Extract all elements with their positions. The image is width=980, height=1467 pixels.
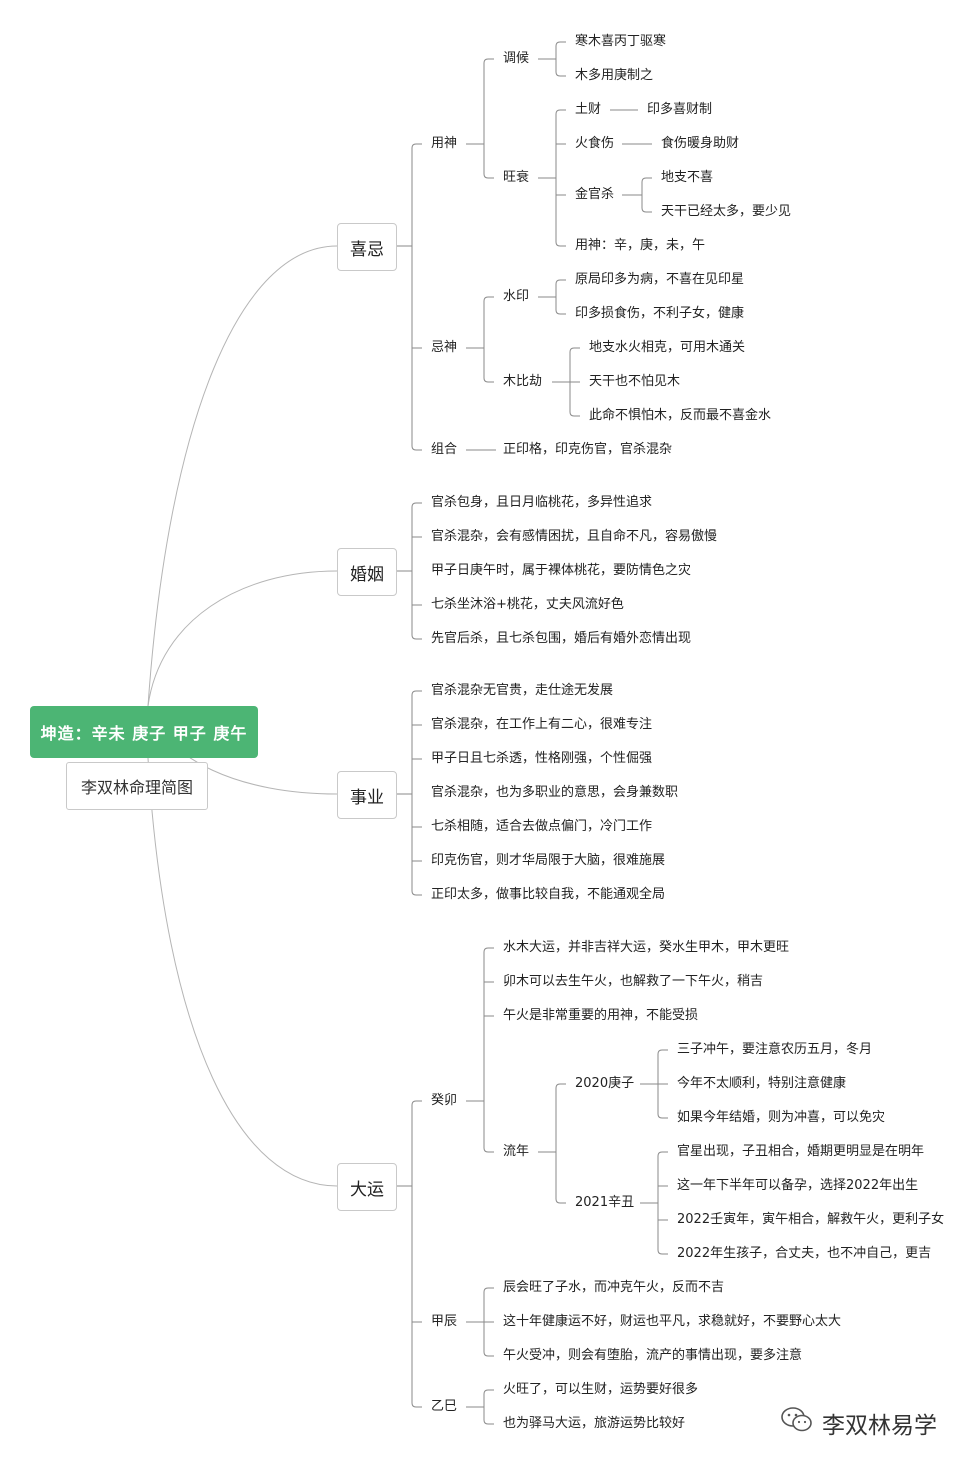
node-mubijie[interactable]: 木比劫	[503, 374, 543, 389]
leaf-2020-2: 今年不太顺利，特别注意健康	[677, 1076, 847, 1091]
leaf-2021-2: 这一年下半年可以备孕，选择2022年出生	[677, 1178, 919, 1193]
leaf-shiye-6: 印克伤官，则才华局限于大脑，很难施展	[431, 853, 666, 868]
node-zuhe[interactable]: 组合	[431, 442, 458, 457]
node-wangshuai[interactable]: 旺衰	[503, 170, 530, 185]
leaf-hunyin-4: 七杀坐沐浴+桃花，丈夫风流好色	[431, 597, 624, 612]
leaf-2020-1: 三子冲午，要注意农历五月，冬月	[677, 1042, 873, 1057]
leaf-mubijie-3: 此命不惧怕木，反而最不喜金水	[589, 408, 772, 423]
branch-xiji[interactable]: 喜忌	[337, 223, 397, 271]
node-jishen[interactable]: 忌神	[431, 340, 458, 355]
leaf-jiachen-3: 午火受冲，则会有堕胎，流产的事情出现，要多注意	[503, 1348, 803, 1363]
leaf-mubijie-2: 天干也不怕见木	[589, 374, 681, 389]
leaf-hunyin-1: 官杀包身，且日月临桃花，多异性追求	[431, 495, 653, 510]
watermark-text: 李双林易学	[822, 1413, 937, 1439]
leaf-shiye-3: 甲子日且七杀透，性格刚强，个性倔强	[431, 751, 653, 766]
leaf-shiye-7: 正印太多，做事比较自我，不能通观全局	[431, 887, 666, 902]
leaf-shuiyin-2: 印多损食伤，不利子女，健康	[575, 306, 745, 321]
node-2020[interactable]: 2020庚子	[575, 1076, 635, 1091]
leaf-mubijie-1: 地支水火相克，可用木通关	[589, 340, 746, 355]
leaf-guimao-3: 午火是非常重要的用神，不能受损	[503, 1008, 699, 1023]
leaf-shuiyin-1: 原局印多为病，不喜在见印星	[575, 272, 745, 287]
leaf-tucai: 印多喜财制	[647, 102, 713, 117]
node-jiachen[interactable]: 甲辰	[431, 1314, 458, 1329]
leaf-zuhe: 正印格，印克伤官，官杀混杂	[503, 442, 673, 457]
leaf-2021-3: 2022壬寅年，寅午相合，解救午火，更利子女	[677, 1212, 945, 1227]
node-shuiyin[interactable]: 水印	[503, 289, 530, 304]
watermark: 李双林易学	[780, 1406, 937, 1440]
leaf-jiachen-1: 辰会旺了子水，而冲克午火，反而不吉	[503, 1280, 725, 1295]
branch-hunyin[interactable]: 婚姻	[337, 548, 397, 596]
node-2021[interactable]: 2021辛丑	[575, 1195, 635, 1210]
leaf-hunyin-3: 甲子日庚午时，属于裸体桃花，要防情色之灾	[431, 563, 692, 578]
leaf-jinguansha-1: 地支不喜	[661, 170, 714, 185]
node-yongshen[interactable]: 用神	[431, 136, 458, 151]
leaf-tiaohou-2: 木多用庚制之	[575, 68, 654, 83]
leaf-jiachen-2: 这十年健康运不好，财运也平凡，求稳就好，不要野心太大	[503, 1314, 842, 1329]
leaf-hunyin-5: 先官后杀，且七杀包围，婚后有婚外恋情出现	[431, 631, 692, 646]
node-tucai[interactable]: 土财	[575, 102, 602, 117]
leaf-yisi-2: 也为驿马大运，旅游运势比较好	[503, 1416, 686, 1431]
branch-shiye[interactable]: 事业	[337, 771, 397, 819]
leaf-tiaohou-1: 寒木喜丙丁驱寒	[575, 34, 667, 49]
branch-dayun[interactable]: 大运	[337, 1163, 397, 1211]
leaf-shiye-2: 官杀混杂，在工作上有二心，很难专注	[431, 717, 653, 732]
leaf-shiye-4: 官杀混杂，也为多职业的意思，会身兼数职	[431, 785, 679, 800]
leaf-hunyin-2: 官杀混杂，会有感情困扰，且自命不凡，容易傲慢	[431, 529, 718, 544]
node-yisi[interactable]: 乙巳	[431, 1399, 458, 1414]
leaf-yisi-1: 火旺了，可以生财，运势要好很多	[503, 1382, 699, 1397]
chart-subtitle: 李双林命理简图	[66, 762, 208, 810]
leaf-2020-3: 如果今年结婚，则为冲喜，可以免灾	[677, 1110, 886, 1125]
node-jinguansha[interactable]: 金官杀	[575, 187, 615, 202]
leaf-guimao-1: 水木大运，并非吉祥大运，癸水生甲木，甲木更旺	[503, 940, 790, 955]
node-huoshishang[interactable]: 火食伤	[575, 136, 615, 151]
leaf-2021-4: 2022年生孩子，合丈夫，也不冲自己，更吉	[677, 1246, 932, 1261]
wechat-icon	[780, 1406, 814, 1440]
leaf-guimao-2: 卯木可以去生午火，也解救了一下午火，稍吉	[503, 974, 764, 989]
root-node[interactable]: 坤造：辛未 庚子 甲子 庚午	[30, 706, 258, 758]
leaf-2021-1: 官星出现，子丑相合，婚期更明显是在明年	[677, 1144, 925, 1159]
leaf-yongshen-list: 用神：辛，庚，未，午	[575, 238, 706, 253]
leaf-jinguansha-2: 天干已经太多，要少见	[661, 204, 792, 219]
leaf-shiye-5: 七杀相随，适合去做点偏门，冷门工作	[431, 819, 653, 834]
leaf-huoshishang: 食伤暖身助财	[661, 136, 740, 151]
node-tiaohou[interactable]: 调候	[503, 51, 530, 66]
node-guimao[interactable]: 癸卯	[431, 1093, 458, 1108]
node-liunian[interactable]: 流年	[503, 1144, 530, 1159]
leaf-shiye-1: 官杀混杂无官贵，走仕途无发展	[431, 683, 614, 698]
